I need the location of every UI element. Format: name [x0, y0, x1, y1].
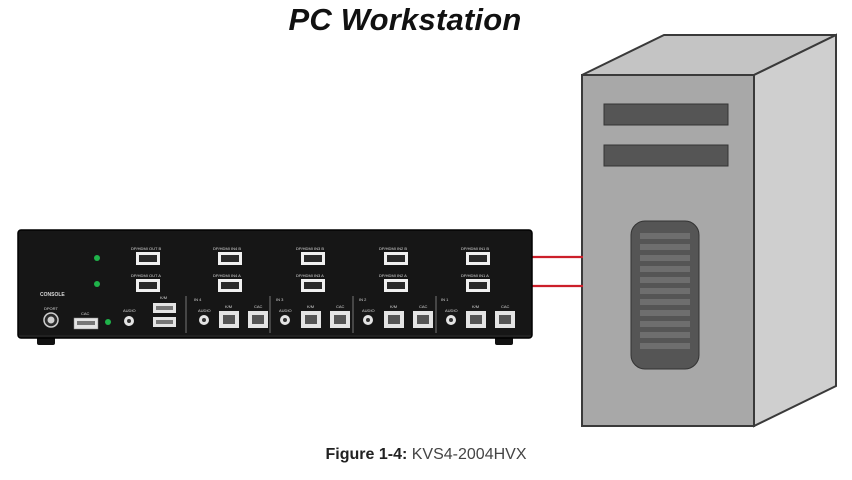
in3-b-port[interactable]: [301, 252, 325, 265]
status-led-2: [94, 281, 100, 287]
in1-b-label: DP/HDMI IN1 B: [461, 246, 489, 251]
in4-group-label: IN 4: [194, 297, 202, 302]
console-dport-connector[interactable]: [43, 312, 59, 328]
in2-audio-jack[interactable]: [363, 315, 373, 325]
caption-model: KVS4-2004HVX: [411, 446, 527, 463]
out-b-port[interactable]: [136, 252, 160, 265]
console-audio-jack[interactable]: [124, 316, 134, 326]
console-km-usb-ports[interactable]: [153, 303, 176, 327]
in3-audio-label: AUDIO: [279, 308, 292, 313]
in4-km-usb-b-port[interactable]: [219, 311, 239, 328]
figure-caption: Figure 1-4: KVS4-2004HVX: [0, 446, 852, 464]
in3-km-usb-b-port[interactable]: [301, 311, 321, 328]
in3-audio-jack[interactable]: [280, 315, 290, 325]
in1-audio-label: AUDIO: [445, 308, 458, 313]
diagram-title: PC Workstation: [288, 2, 522, 37]
console-label: CONSOLE: [40, 292, 65, 298]
drive-bay-1: [603, 103, 729, 126]
in1-km-usb-b-port[interactable]: [466, 311, 486, 328]
in1-b-port[interactable]: [466, 252, 490, 265]
in4-b-label: DP/HDMI IN4 B: [213, 246, 241, 251]
in1-a-label: DP/HDMI IN1 A: [461, 273, 489, 278]
in3-a-label: DP/HDMI IN3 A: [296, 273, 324, 278]
vent-slots: [640, 233, 690, 349]
in3-b-label: DP/HDMI IN3 B: [296, 246, 324, 251]
in2-b-label: DP/HDMI IN2 B: [379, 246, 407, 251]
status-led-1: [94, 255, 100, 261]
pc-tower: [581, 33, 837, 428]
console-cac-usb-port[interactable]: [73, 317, 99, 330]
dport-label: DPORT: [44, 306, 58, 311]
in2-a-port[interactable]: [384, 279, 408, 292]
in3-a-port[interactable]: [301, 279, 325, 292]
in4-a-label: DP/HDMI IN4 A: [213, 273, 241, 278]
in1-cac-usb-b-port[interactable]: [495, 311, 515, 328]
in3-cac-usb-b-port[interactable]: [330, 311, 350, 328]
in2-b-port[interactable]: [384, 252, 408, 265]
kvm-switch: CONSOLE DPORT CAC AUDIO K/M DP/HDMI OUT …: [17, 229, 533, 345]
in4-audio-label: AUDIO: [198, 308, 211, 313]
drive-bay-2: [603, 144, 729, 167]
console-km-label: K/M: [160, 295, 167, 300]
out-a-label: DP/HDMI OUT A: [131, 273, 161, 278]
in2-audio-label: AUDIO: [362, 308, 375, 313]
in4-cac-label: CAC: [254, 304, 263, 309]
in2-group-label: IN 2: [359, 297, 367, 302]
out-a-port[interactable]: [136, 279, 160, 292]
in1-group-label: IN 1: [441, 297, 449, 302]
in1-km-label: K/M: [472, 304, 479, 309]
in3-km-label: K/M: [307, 304, 314, 309]
in4-cac-usb-b-port[interactable]: [248, 311, 268, 328]
in1-cac-label: CAC: [501, 304, 510, 309]
in4-b-port[interactable]: [218, 252, 242, 265]
in2-cac-label: CAC: [419, 304, 428, 309]
in4-audio-jack[interactable]: [199, 315, 209, 325]
in1-audio-jack[interactable]: [446, 315, 456, 325]
in2-km-label: K/M: [390, 304, 397, 309]
out-b-label: DP/HDMI OUT B: [131, 246, 161, 251]
console-cac-label: CAC: [81, 311, 90, 316]
in2-a-label: DP/HDMI IN2 A: [379, 273, 407, 278]
in4-a-port[interactable]: [218, 279, 242, 292]
status-led-3: [105, 319, 111, 325]
console-audio-label: AUDIO: [123, 308, 136, 313]
in3-cac-label: CAC: [336, 304, 345, 309]
in4-km-label: K/M: [225, 304, 232, 309]
in1-a-port[interactable]: [466, 279, 490, 292]
in2-cac-usb-b-port[interactable]: [413, 311, 433, 328]
in3-group-label: IN 3: [276, 297, 284, 302]
in2-km-usb-b-port[interactable]: [384, 311, 404, 328]
tower-side: [753, 33, 837, 428]
caption-label: Figure 1-4:: [325, 446, 408, 463]
